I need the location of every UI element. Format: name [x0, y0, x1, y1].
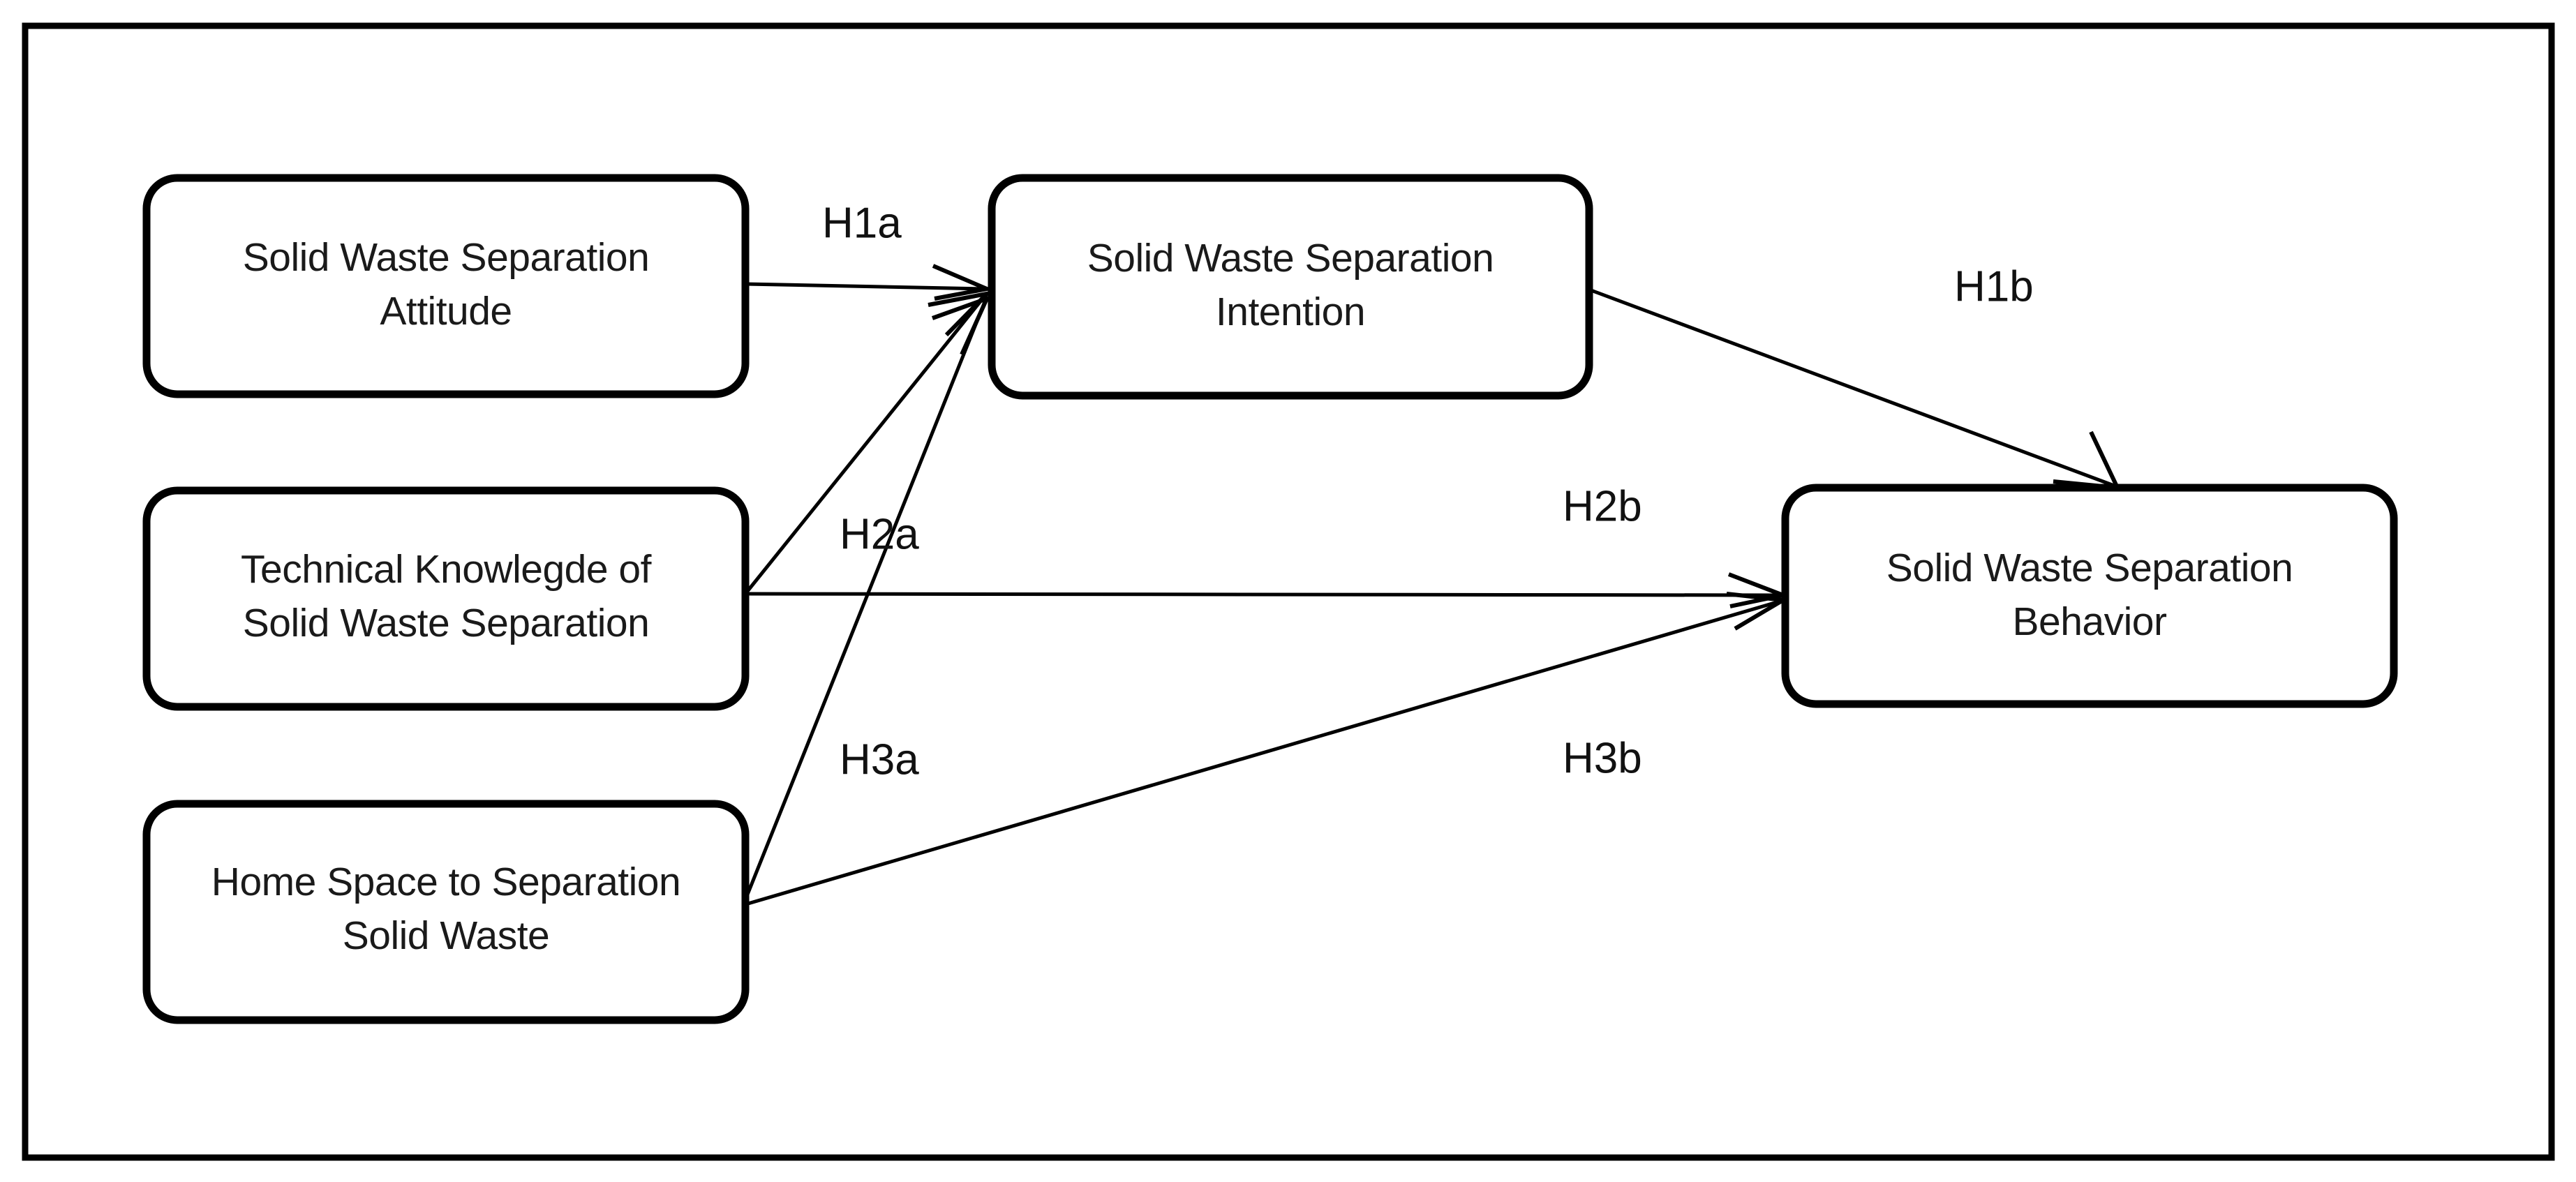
edge-h1b-arrowhead: [2053, 431, 2121, 491]
node-behavior-line2: Behavior: [2013, 599, 2167, 644]
node-attitude-shape[interactable]: [142, 174, 750, 398]
edge-label-h3b: H3b: [1563, 734, 1642, 782]
node-home-space-shape[interactable]: [142, 800, 750, 1024]
edge-h1a-line: [745, 282, 986, 291]
edge-h1b: [1588, 287, 2121, 491]
node-knowledge-line1: Technical Knowlegde of: [241, 547, 652, 592]
edge-h2a-line: [744, 294, 987, 595]
node-home-space[interactable]: Home Space to Separation Solid Waste: [142, 800, 750, 1024]
edge-h2b-line: [745, 592, 1782, 597]
edge-h3b-line: [743, 599, 1782, 907]
edge-h1b-line: [1588, 287, 2117, 488]
node-intention[interactable]: Solid Waste Separation Intention: [988, 174, 1593, 400]
edge-label-h2b: H2b: [1563, 482, 1642, 530]
node-attitude-line1: Solid Waste Separation: [243, 235, 650, 280]
node-attitude[interactable]: Solid Waste Separation Attitude: [142, 174, 750, 398]
node-intention-line2: Intention: [1216, 290, 1365, 334]
node-knowledge[interactable]: Technical Knowlegde of Solid Waste Separ…: [142, 486, 750, 711]
edge-label-h1a: H1a: [822, 199, 902, 247]
edge-label-h3a: H3a: [840, 735, 919, 784]
node-behavior-line1: Solid Waste Separation: [1886, 546, 2293, 590]
node-knowledge-shape[interactable]: [142, 486, 750, 711]
node-home-space-line2: Solid Waste: [343, 913, 550, 958]
node-knowledge-line2: Solid Waste Separation: [243, 601, 650, 645]
edge-h2a-arrowhead: [928, 290, 993, 337]
node-attitude-line2: Attitude: [380, 289, 512, 334]
node-behavior[interactable]: Solid Waste Separation Behavior: [1781, 484, 2398, 708]
edge-h2a: [744, 290, 993, 595]
edge-label-h2a: H2a: [840, 510, 919, 558]
node-intention-line1: Solid Waste Separation: [1087, 236, 1494, 280]
node-intention-shape[interactable]: [988, 174, 1593, 400]
node-behavior-shape[interactable]: [1781, 484, 2398, 708]
edge-h1a: [745, 264, 995, 301]
edge-label-h1b: H1b: [1954, 262, 2034, 311]
edge-h3b-arrowhead: [1726, 592, 1790, 631]
edge-h3a-line: [741, 299, 988, 906]
outer-frame: [22, 22, 2555, 1161]
edge-h3a-arrowhead: [931, 294, 991, 356]
edge-h1a-arrowhead: [932, 264, 995, 301]
edge-h3a: [741, 294, 991, 906]
node-home-space-line1: Home Space to Separation: [211, 860, 680, 904]
edge-h2b: [745, 572, 1791, 608]
